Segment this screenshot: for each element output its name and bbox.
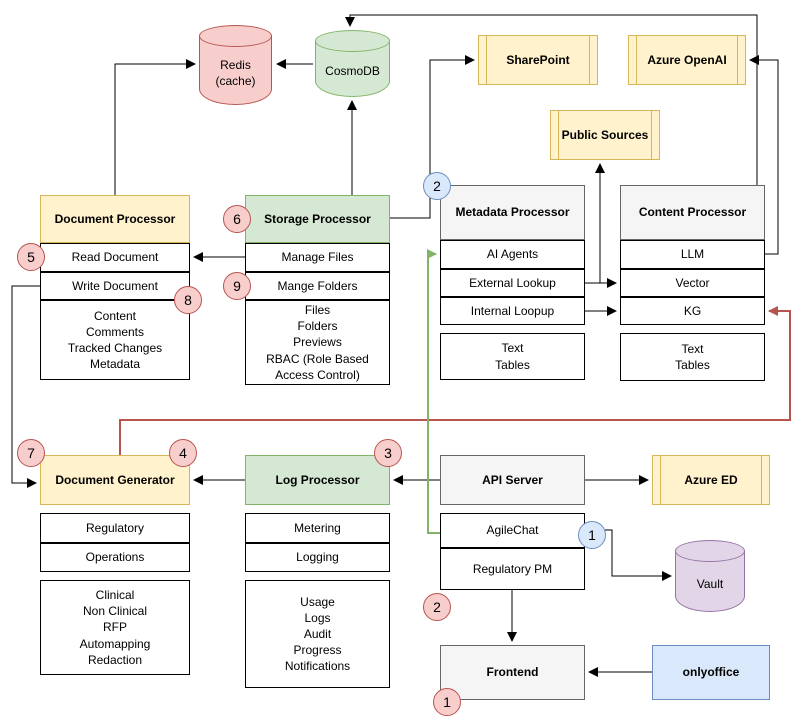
step-badge-3: 3 bbox=[374, 439, 402, 467]
log-processor-row-usage: Usage Logs Audit Progress Notifications bbox=[245, 580, 390, 688]
public-sources-node: Public Sources bbox=[550, 110, 660, 160]
sharepoint-node: SharePoint bbox=[478, 35, 598, 85]
step-badge-1-blue: 1 bbox=[578, 521, 606, 549]
api-server-row-agilechat: AgileChat bbox=[440, 513, 585, 548]
content-processor-row-text-tables: Text Tables bbox=[620, 333, 765, 381]
storage-processor-row-mange-folders: Mange Folders bbox=[245, 272, 390, 300]
document-generator-row-operations: Operations bbox=[40, 543, 190, 572]
document-generator-row-regulatory: Regulatory bbox=[40, 513, 190, 543]
onlyoffice-node: onlyoffice bbox=[652, 645, 770, 700]
metadata-processor-row-external-lookup: External Lookup bbox=[440, 269, 585, 297]
content-processor-header: Content Processor bbox=[620, 185, 765, 240]
api-server-header: API Server bbox=[440, 455, 585, 505]
redis-label: Redis (cache) bbox=[215, 57, 256, 88]
log-processor-row-logging: Logging bbox=[245, 543, 390, 572]
azure-openai-node: Azure OpenAI bbox=[628, 35, 746, 85]
document-generator-row-clinical: Clinical Non Clinical RFP Automapping Re… bbox=[40, 580, 190, 675]
api-server-row-regulatory-pm: Regulatory PM bbox=[440, 548, 585, 590]
document-processor-row-write-document: Write Document bbox=[40, 272, 190, 300]
step-badge-9: 9 bbox=[223, 272, 251, 300]
content-processor-row-vector: Vector bbox=[620, 269, 765, 297]
metadata-processor-row-text-tables: Text Tables bbox=[440, 333, 585, 380]
step-badge-8: 8 bbox=[174, 286, 202, 314]
vault-label: Vault bbox=[696, 576, 724, 591]
arrow-agilechat-to-ai-agents bbox=[427, 249, 440, 534]
azure-openai-label: Azure OpenAI bbox=[647, 52, 727, 67]
public-sources-label: Public Sources bbox=[561, 127, 649, 142]
step-badge-7: 7 bbox=[17, 439, 45, 467]
onlyoffice-label: onlyoffice bbox=[682, 665, 740, 680]
step-badge-2-blue: 2 bbox=[423, 172, 451, 200]
document-processor-header: Document Processor bbox=[40, 195, 190, 243]
frontend-label: Frontend bbox=[486, 665, 539, 680]
cosmodb-node: CosmoDB bbox=[315, 30, 390, 97]
arrow-external-lookup-to-public-sources bbox=[585, 163, 605, 284]
log-processor-row-metering: Metering bbox=[245, 513, 390, 543]
azure-ed-node: Azure ED bbox=[652, 455, 770, 505]
content-processor-row-llm: LLM bbox=[620, 240, 765, 269]
cosmodb-label: CosmoDB bbox=[325, 64, 380, 79]
log-processor-header: Log Processor bbox=[245, 455, 390, 505]
vault-node: Vault bbox=[675, 540, 745, 612]
step-badge-5: 5 bbox=[17, 243, 45, 271]
storage-processor-row-manage-files: Manage Files bbox=[245, 243, 390, 272]
metadata-processor-row-internal-loopup: Internal Loopup bbox=[440, 297, 585, 325]
frontend-node: Frontend bbox=[440, 645, 585, 700]
arrow-document-processor-to-redis bbox=[114, 59, 196, 195]
storage-processor-header: Storage Processor bbox=[245, 195, 390, 243]
sharepoint-label: SharePoint bbox=[506, 52, 570, 67]
step-badge-4: 4 bbox=[169, 439, 197, 467]
document-generator-header: Document Generator bbox=[40, 455, 190, 505]
storage-processor-row-files: Files Folders Previews RBAC (Role Based … bbox=[245, 300, 390, 385]
redis-node: Redis (cache) bbox=[199, 25, 272, 105]
step-badge-6: 6 bbox=[223, 205, 251, 233]
document-processor-row-content: Content Comments Tracked Changes Metadat… bbox=[40, 300, 190, 380]
metadata-processor-row-ai-agents: AI Agents bbox=[440, 240, 585, 269]
step-badge-2-red: 2 bbox=[423, 593, 451, 621]
step-badge-1-red: 1 bbox=[433, 688, 461, 716]
azure-ed-label: Azure ED bbox=[684, 472, 738, 487]
content-processor-row-kg: KG bbox=[620, 297, 765, 325]
document-processor-row-read-document: Read Document bbox=[40, 243, 190, 272]
metadata-processor-header: Metadata Processor bbox=[440, 185, 585, 240]
